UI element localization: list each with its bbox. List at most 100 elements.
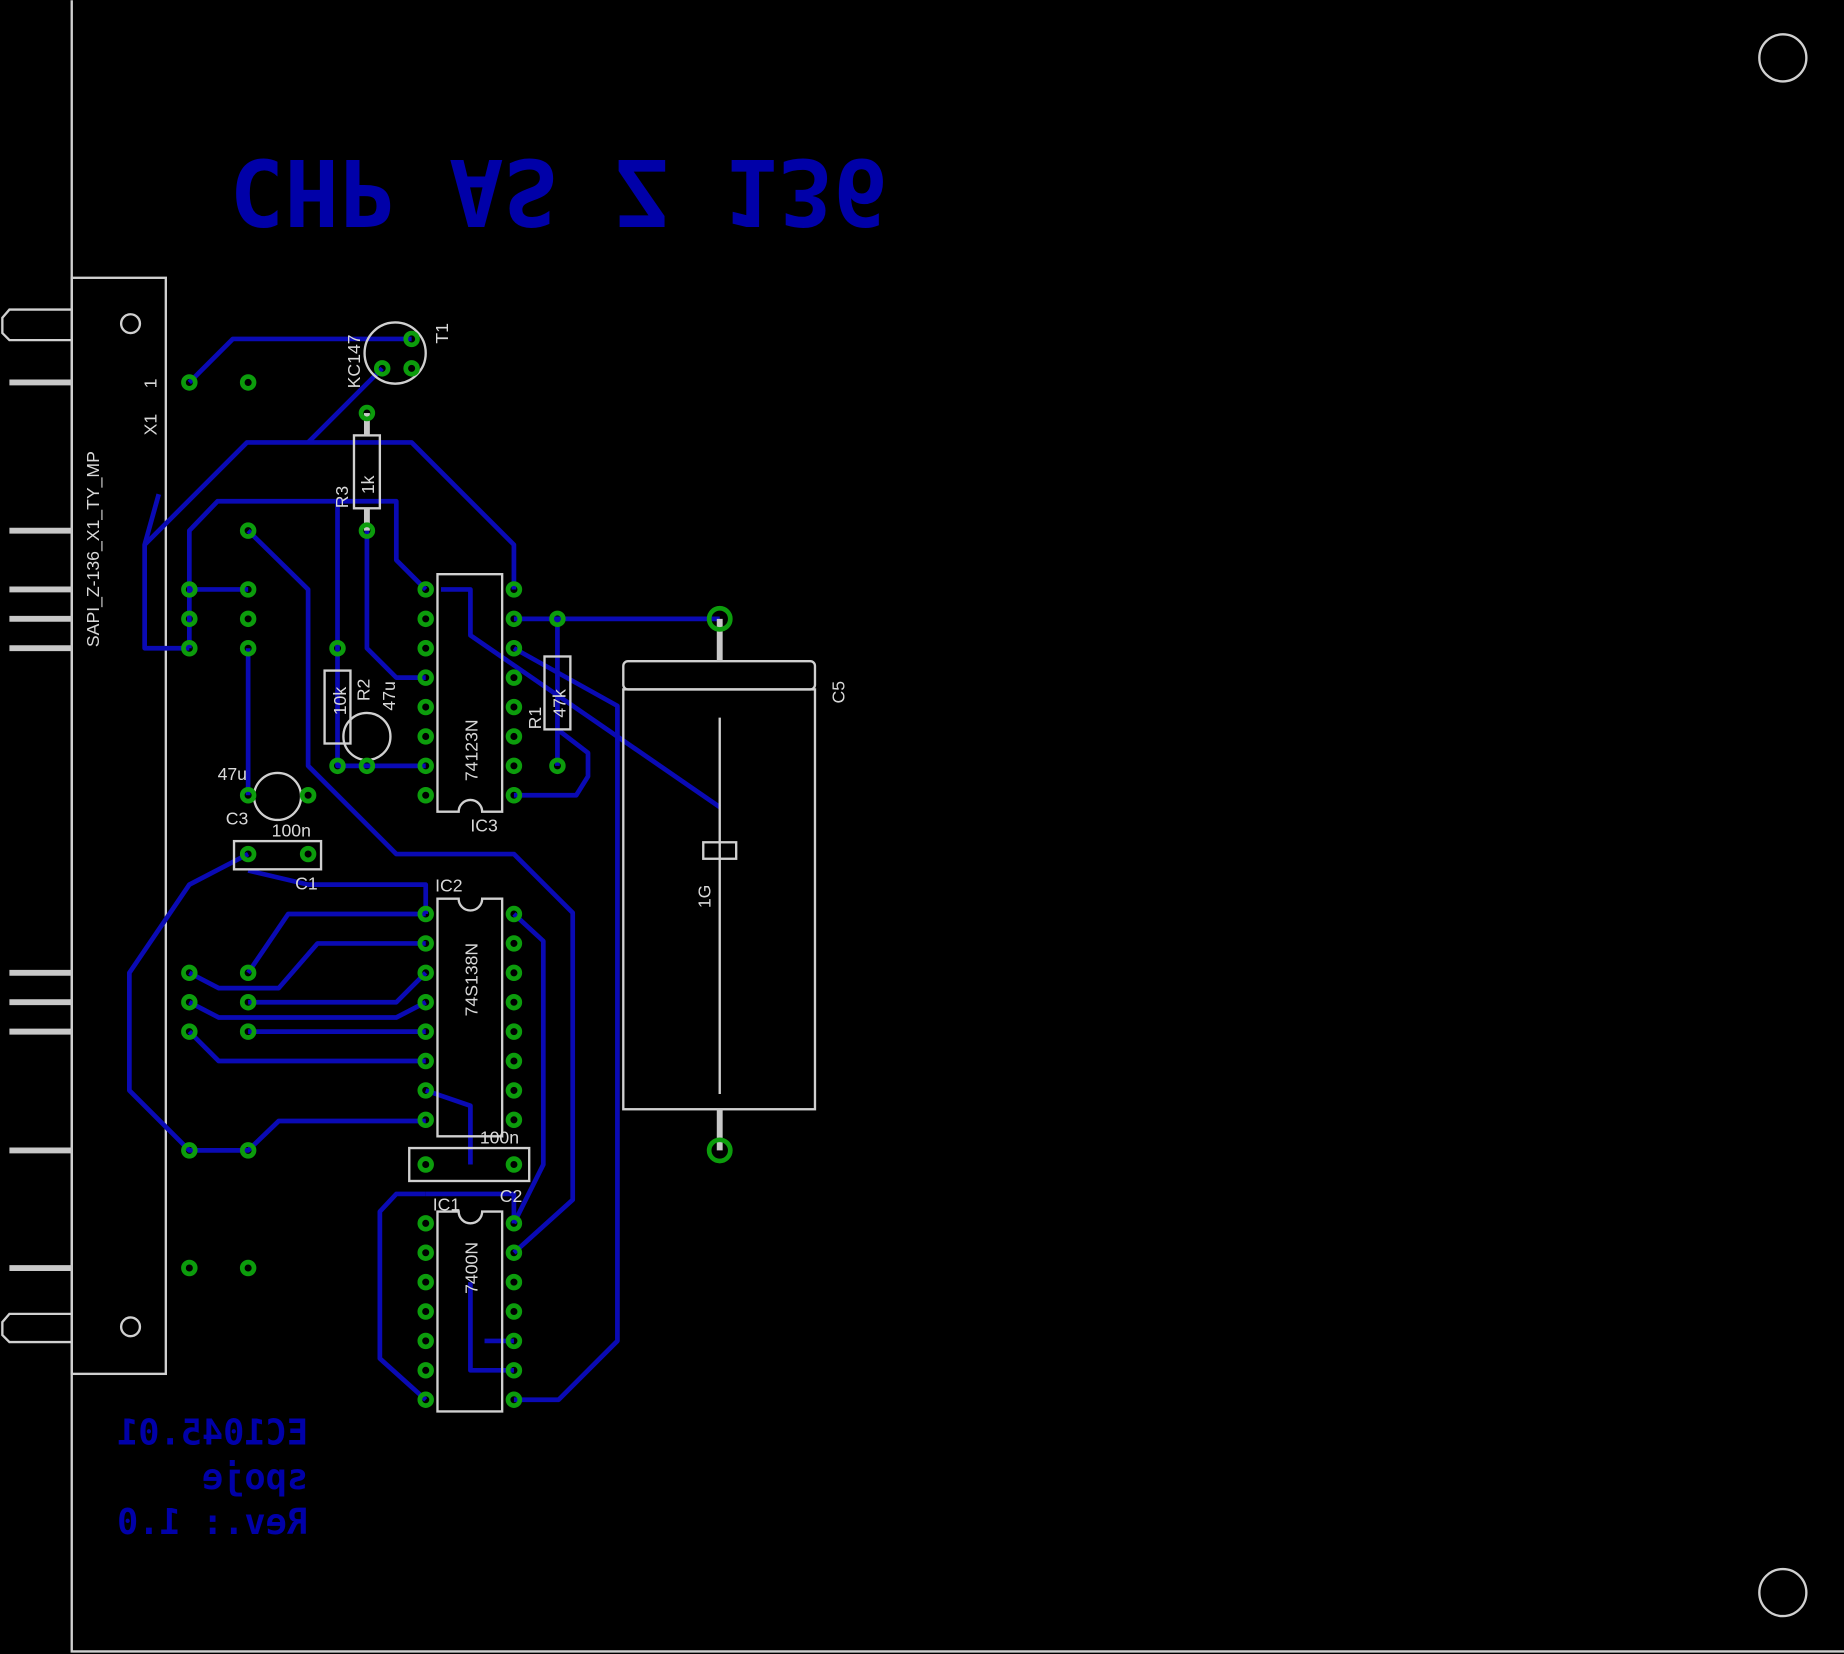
pad xyxy=(358,757,376,775)
pad xyxy=(417,1023,434,1040)
capacitor-c2[interactable]: 100n C2 xyxy=(408,1127,531,1206)
ic1-name: IC1 xyxy=(433,1194,460,1214)
pad xyxy=(505,669,523,686)
capacitor-c5[interactable]: C5 1G xyxy=(622,618,848,1151)
pad xyxy=(403,360,420,377)
c1-name: C1 xyxy=(295,873,318,893)
capacitor-c1[interactable]: 100n C1 xyxy=(232,820,323,893)
pad xyxy=(239,610,257,628)
pad xyxy=(181,581,198,598)
pad xyxy=(706,605,733,632)
pad xyxy=(239,787,257,804)
pad xyxy=(181,964,198,982)
connector-x1[interactable]: X1 1 SAPI_Z-136_X1_TY_MP xyxy=(1,276,167,1376)
c5-value: 1G xyxy=(694,885,714,909)
pad xyxy=(417,581,434,598)
pad xyxy=(505,610,523,628)
pad xyxy=(181,1259,198,1277)
c3-value: 47u xyxy=(218,764,247,784)
pad xyxy=(358,404,376,422)
pad xyxy=(403,330,420,348)
pad xyxy=(505,905,523,923)
pad xyxy=(505,1362,523,1379)
pad xyxy=(505,1082,523,1099)
pad xyxy=(505,1156,523,1173)
resistor-r2[interactable]: 10k R2 xyxy=(323,669,374,745)
pad xyxy=(505,1391,523,1408)
t1-name: T1 xyxy=(432,323,452,344)
r2-name: R2 xyxy=(353,679,373,702)
pad xyxy=(239,993,257,1011)
info-line-2: spoje xyxy=(202,1457,308,1498)
pad xyxy=(505,1303,523,1320)
pad xyxy=(417,905,434,923)
pad xyxy=(239,964,257,982)
mounting-hole xyxy=(1758,1567,1808,1618)
r2-value: 10k xyxy=(330,687,350,716)
pad xyxy=(181,993,198,1011)
mounting-hole xyxy=(1758,33,1808,83)
ic3[interactable]: 74123N IC3 xyxy=(436,572,504,836)
pad xyxy=(505,581,523,598)
pad xyxy=(181,374,198,391)
ic2-value: 74S138N xyxy=(461,943,481,1017)
ic2[interactable]: 74S138N IC2 xyxy=(435,876,504,1138)
pad xyxy=(505,1052,523,1070)
pad xyxy=(373,360,391,377)
capacitor-c3[interactable]: 47u C3 xyxy=(218,764,303,829)
pad xyxy=(505,1273,523,1291)
pad xyxy=(299,787,317,804)
t1-value: KC147 xyxy=(344,334,364,388)
pad xyxy=(417,1111,434,1129)
ic1[interactable]: 7400N IC1 xyxy=(433,1194,504,1413)
info-line-1: EC1045.01 xyxy=(117,1412,308,1453)
connector-value: SAPI_Z-136_X1_TY_MP xyxy=(83,451,104,647)
pad xyxy=(417,610,434,628)
pad xyxy=(181,640,198,657)
board-title: CHP AS Z 136 xyxy=(229,138,888,245)
pad xyxy=(417,964,434,982)
pad xyxy=(417,1215,434,1232)
ic3-value: 74123N xyxy=(461,719,481,781)
pad xyxy=(417,728,434,745)
pad xyxy=(417,993,434,1011)
pad xyxy=(549,757,566,775)
info-line-3: Rev.: 1.0 xyxy=(117,1502,308,1543)
pad xyxy=(417,640,434,657)
pad xyxy=(417,1391,434,1408)
r3-value: 1k xyxy=(358,475,378,494)
cap-r2-value: 47u xyxy=(379,681,399,710)
r3-name: R3 xyxy=(332,486,352,509)
pad xyxy=(417,1052,434,1070)
pad xyxy=(505,993,523,1011)
pad xyxy=(329,757,346,775)
c1-value: 100n xyxy=(272,820,311,840)
pad xyxy=(505,1111,523,1129)
pad xyxy=(417,935,434,952)
pad xyxy=(417,1082,434,1099)
c2-value: 100n xyxy=(480,1127,519,1147)
pad xyxy=(505,757,523,775)
pad xyxy=(417,757,434,775)
pad xyxy=(505,698,523,716)
traces xyxy=(127,336,722,1403)
resistor-r1[interactable]: R1 47k xyxy=(525,655,572,731)
board-outline xyxy=(70,0,1844,1653)
pad xyxy=(505,935,523,952)
transistor-t1[interactable]: KC147 T1 xyxy=(344,321,452,388)
pad xyxy=(239,374,257,391)
pad xyxy=(505,787,523,804)
c3-name: C3 xyxy=(226,809,249,829)
pad xyxy=(505,1215,523,1232)
pad xyxy=(505,964,523,982)
pad xyxy=(299,845,317,863)
pad xyxy=(417,1332,434,1350)
connector-pin1: 1 xyxy=(140,379,160,389)
pad xyxy=(417,1303,434,1320)
pad xyxy=(505,1332,523,1350)
pad xyxy=(239,522,257,539)
pad xyxy=(239,845,257,863)
pad xyxy=(239,1023,257,1040)
pad xyxy=(549,610,566,628)
